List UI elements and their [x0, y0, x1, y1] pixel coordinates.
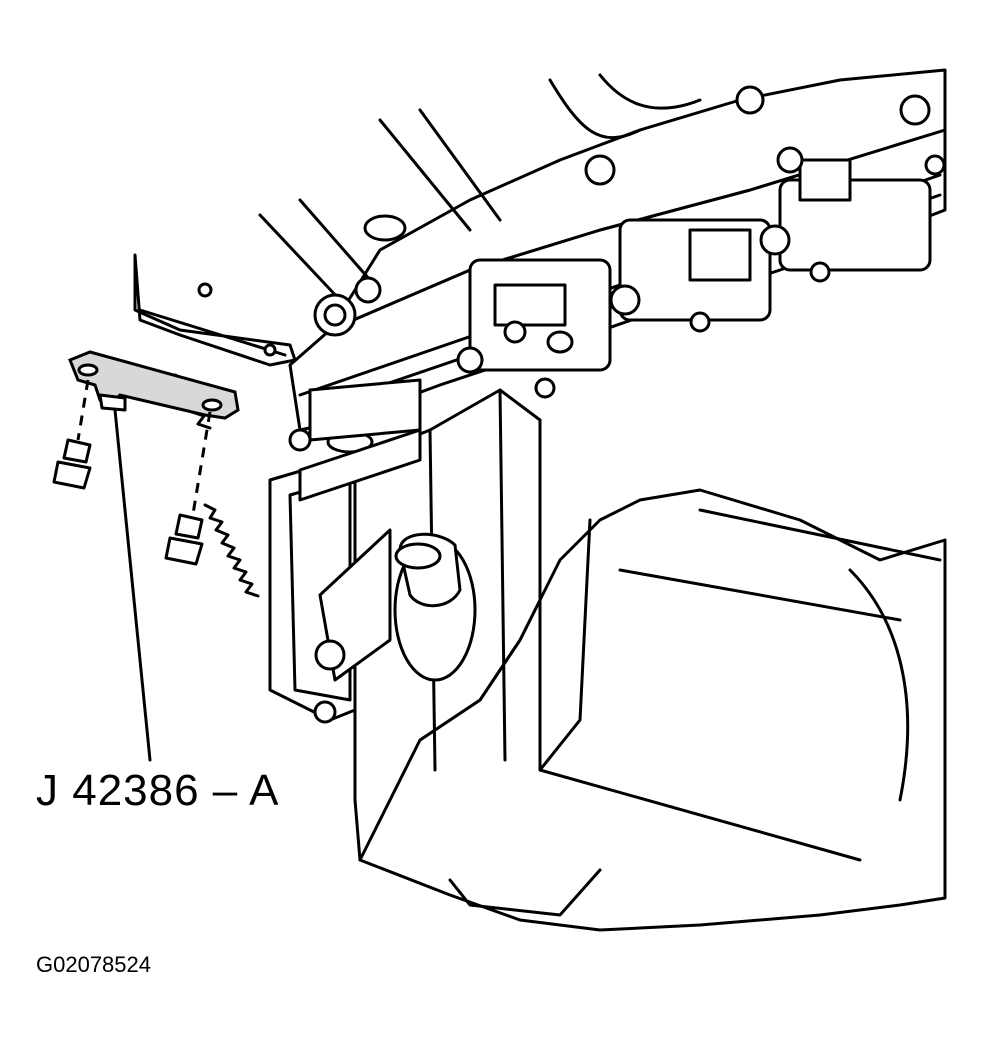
- figure-id: G02078524: [36, 952, 151, 977]
- tool-callout-label: J 42386 – A: [36, 766, 280, 815]
- engine-block-icon: [133, 68, 947, 932]
- bolt-icon: [52, 379, 212, 566]
- tool-icon: [68, 350, 240, 762]
